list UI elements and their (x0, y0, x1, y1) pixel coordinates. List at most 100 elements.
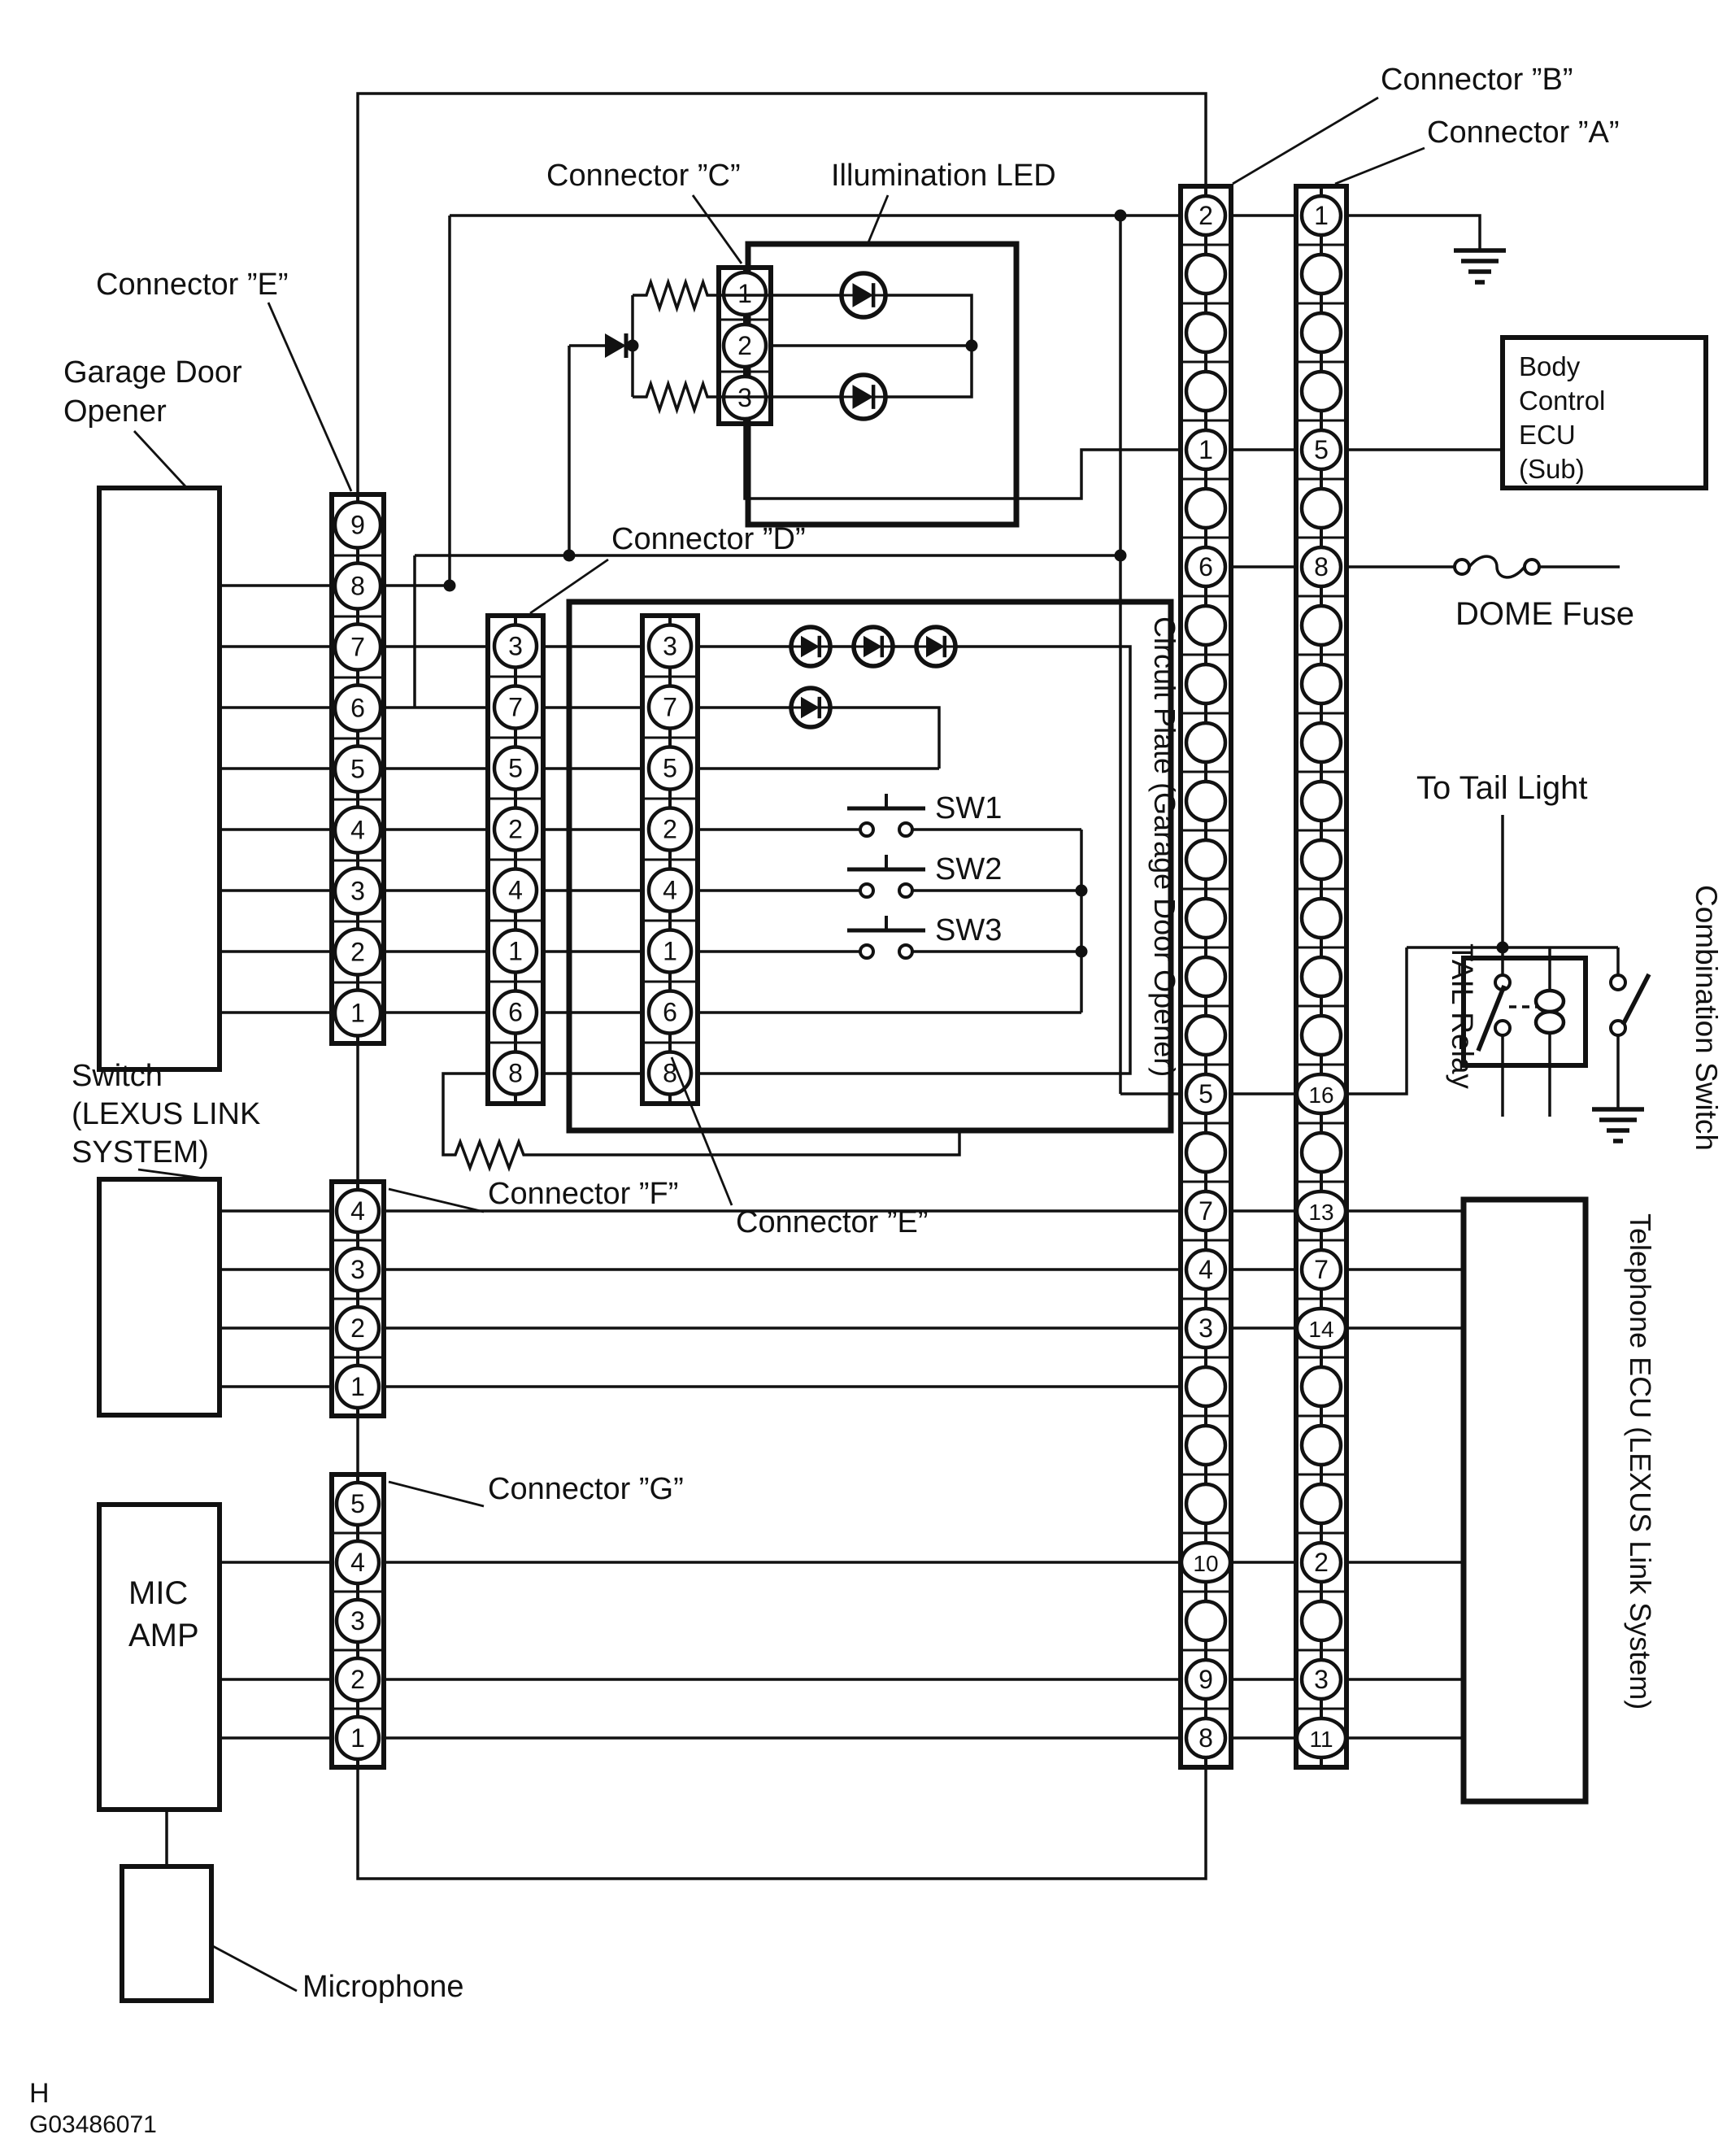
label-dome-fuse: DOME Fuse (1455, 596, 1634, 632)
plate-led-1 (789, 625, 833, 669)
label-g-code: G03486071 (29, 2111, 157, 2138)
connector-g-strip-pin-3 (334, 1597, 381, 1644)
plate-led-4 (789, 686, 833, 730)
wire-d8-resistor-line-a (442, 1072, 488, 1156)
resistor-c1 (633, 277, 771, 313)
combination-switch-symbol (1609, 973, 1651, 1037)
connector-a-strip-pin-blank (1299, 369, 1343, 413)
connector-g-strip-pin-label-3: 3 (350, 1606, 365, 1636)
connector-d-strip-pin-7 (492, 684, 539, 730)
connector-a-strip-pin-label-16: 16 (1308, 1082, 1333, 1108)
connector-g-strip-pin-label-4: 4 (350, 1548, 365, 1577)
connector-c-strip-pin-2 (721, 322, 768, 369)
connector-b-strip-pin-blank (1184, 252, 1228, 296)
leader-connector-e-left (267, 302, 353, 492)
junction-dot (1075, 945, 1088, 958)
switch-lexus-box (97, 1177, 222, 1418)
connector-g-strip-outline (329, 1472, 386, 1770)
connector-b-strip-pin-2 (1184, 194, 1228, 237)
leader-microphone (211, 1944, 298, 1993)
label-sw1: SW1 (935, 791, 1002, 825)
connector-a-strip-pin-blank (1299, 1013, 1343, 1057)
connector-b-strip-pin-blank (1184, 486, 1228, 530)
connector-b-strip-pin-label-3: 3 (1198, 1313, 1213, 1343)
connector-a-strip-pin-16 (1294, 1072, 1348, 1116)
connector-b-strip-pin-blank (1184, 603, 1228, 647)
connector-b-strip-pin-label-2: 2 (1198, 201, 1213, 230)
connector-f-strip-pin-label-1: 1 (350, 1372, 365, 1401)
leader-illumination (867, 194, 890, 243)
junction-dot (626, 339, 639, 352)
connector-f-strip-pin-2 (334, 1304, 381, 1352)
connector-d-strip-pin-5 (492, 745, 539, 791)
circuit-plate-connector-e-strip-pin-label-6: 6 (663, 998, 677, 1027)
label-circuit-plate: Circuit Plate (Garage Door Opener) (1148, 616, 1181, 1077)
illumination-led-2 (839, 372, 888, 421)
sw3-switch (847, 916, 925, 960)
junction-dot (563, 549, 576, 562)
connector-e-strip-pin-1 (333, 988, 383, 1038)
resistor-circuit-plate (452, 1138, 525, 1172)
connector-a-strip-pin-label-2: 2 (1314, 1548, 1329, 1577)
connector-e-strip-pin-5 (333, 744, 383, 794)
combination-switch-ground (1592, 1107, 1644, 1143)
plate-led-3-triangle (926, 635, 945, 658)
garage-door-opener-box (97, 486, 222, 1072)
leader-connector-d (529, 558, 609, 615)
wire-bottom-loop (356, 1767, 1207, 1880)
label-amp: AMP (128, 1618, 199, 1653)
circuit-plate-connector-e-strip-pin-3 (646, 623, 694, 669)
connector-b-strip-pin-10 (1179, 1540, 1233, 1584)
circuit-plate-connector-e-strip-pin-8 (646, 1050, 694, 1096)
connector-b-strip-pin-5 (1184, 1072, 1228, 1116)
connector-a-strip-pin-blank (1299, 896, 1343, 940)
connector-a-strip-pin-blank (1299, 721, 1343, 764)
label-combination-switch: Combination Switch (1690, 885, 1723, 1151)
circuit-plate-connector-e-strip-pin-4 (646, 867, 694, 913)
connector-a-strip-pin-label-5: 5 (1314, 435, 1329, 464)
label-sw2: SW2 (935, 852, 1002, 886)
plate-led-2 (851, 625, 895, 669)
label-garage-door-1: Garage Door (63, 355, 242, 390)
wire-a1-ground-wire (1346, 214, 1481, 250)
connector-g-strip-pin-1 (334, 1714, 381, 1762)
connector-a-strip-pin-blank (1299, 252, 1343, 296)
plate-led-4-triangle (801, 696, 820, 719)
connector-b-strip-pin-blank (1184, 1365, 1228, 1409)
junction-dot (1114, 209, 1127, 222)
label-connector-d: Connector ”D” (611, 522, 806, 556)
connector-b-strip-pin-blank (1184, 1482, 1228, 1526)
connector-b-strip-pin-8 (1184, 1716, 1228, 1760)
label-microphone: Microphone (302, 1970, 464, 2004)
label-connector-g: Connector ”G” (488, 1472, 684, 1506)
wire-led2-out (883, 346, 973, 399)
connector-b-strip-pin-blank (1184, 662, 1228, 706)
connector-a-strip-pin-blank (1299, 1599, 1343, 1643)
connector-e-strip-pin-label-4: 4 (350, 816, 365, 845)
junction-dot (1114, 549, 1127, 562)
sw2-switch (847, 855, 925, 899)
illumination-led-2-triangle (852, 385, 874, 409)
wire-a16-relay (1346, 947, 1408, 1095)
illumination-led-1-triangle (852, 283, 874, 307)
connector-e-strip-pin-2 (333, 927, 383, 977)
leader-connector-b (1232, 96, 1379, 185)
connector-b-strip-pin-blank (1184, 1130, 1228, 1174)
connector-d-strip-pin-label-3: 3 (508, 632, 523, 661)
connector-a-strip-pin-blank (1299, 603, 1343, 647)
connector-f-strip-pin-3 (334, 1246, 381, 1293)
connector-a1-ground (1454, 248, 1506, 285)
connector-a-strip-pin-13 (1294, 1189, 1348, 1233)
connector-a-strip-pin-label-7: 7 (1314, 1255, 1329, 1284)
label-body-ecu-1: Body (1519, 351, 1581, 381)
circuit-plate-connector-e-strip-pin-6 (646, 989, 694, 1035)
connector-b-strip-pin-7 (1184, 1189, 1228, 1233)
connector-b-strip-pin-blank (1184, 955, 1228, 999)
connector-d-strip-pin-6 (492, 989, 539, 1035)
dome-fuse-symbol-end-right (1523, 558, 1541, 576)
